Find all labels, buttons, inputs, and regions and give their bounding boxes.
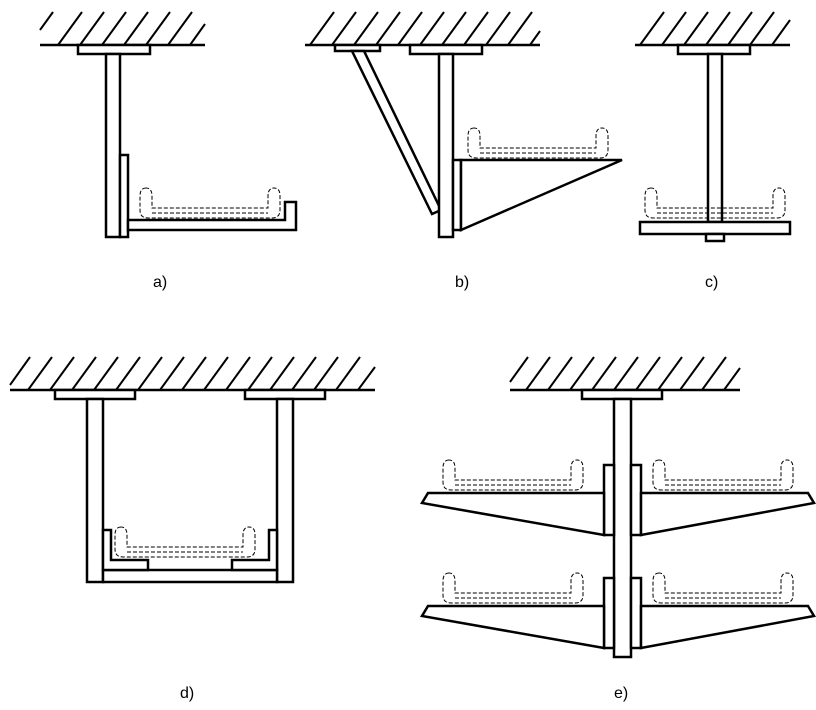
tier-lower [419, 572, 816, 650]
ceiling-plate [580, 388, 664, 401]
hanger-rod-right [275, 397, 295, 584]
ceiling-plate [676, 43, 752, 56]
panel-b: b) [305, 11, 623, 291]
tier-upper [419, 459, 816, 537]
clamp-right [629, 463, 643, 537]
ceiling-plate-right [243, 388, 327, 401]
support-plate [638, 220, 792, 236]
cable-tray [114, 526, 256, 558]
panel-label-e: e) [614, 685, 628, 702]
panel-e: e) [419, 356, 816, 702]
clamp-right [629, 576, 643, 650]
bracket-right [230, 528, 279, 572]
cable-tray-left [442, 459, 584, 491]
central-column [612, 397, 633, 659]
panel-label-a: a) [153, 274, 167, 291]
hanger-rod [437, 52, 455, 239]
panel-label-c: c) [705, 274, 718, 291]
cable-tray-left [442, 572, 584, 604]
panel-d: d) [9, 356, 376, 702]
panel-c: c) [635, 11, 792, 291]
arm-right [639, 491, 816, 537]
ceiling-a [39, 11, 206, 47]
ceiling-d [9, 356, 376, 392]
arm-left [419, 604, 606, 650]
arm-left [419, 491, 606, 537]
panel-label-b: b) [455, 274, 469, 291]
ceiling-c [635, 11, 791, 47]
cross-bar [101, 568, 279, 584]
clamp-left [602, 463, 616, 537]
ceiling-plate-left [53, 388, 137, 401]
cable-tray [467, 127, 609, 159]
clamp-left [602, 576, 616, 650]
hanger-rod [706, 52, 724, 224]
rod-nut [704, 232, 726, 243]
l-shelf [126, 200, 298, 232]
panel-label-d: d) [180, 685, 194, 702]
ceiling-b [305, 11, 541, 47]
ceiling-plate [76, 43, 152, 56]
bracket-left [101, 528, 150, 572]
ceiling-plate [408, 43, 484, 56]
cable-tray-right [652, 572, 794, 604]
panel-a: a) [39, 11, 298, 291]
diagonal-strut [349, 49, 443, 216]
triangular-arm [459, 158, 623, 232]
bracket-web [118, 153, 130, 239]
cable-tray [139, 187, 281, 219]
arm-right [639, 604, 816, 650]
hanger-rod-left [85, 397, 105, 584]
cable-tray-right [652, 459, 794, 491]
hanger-rod [104, 52, 122, 239]
ceiling-e [509, 356, 741, 392]
